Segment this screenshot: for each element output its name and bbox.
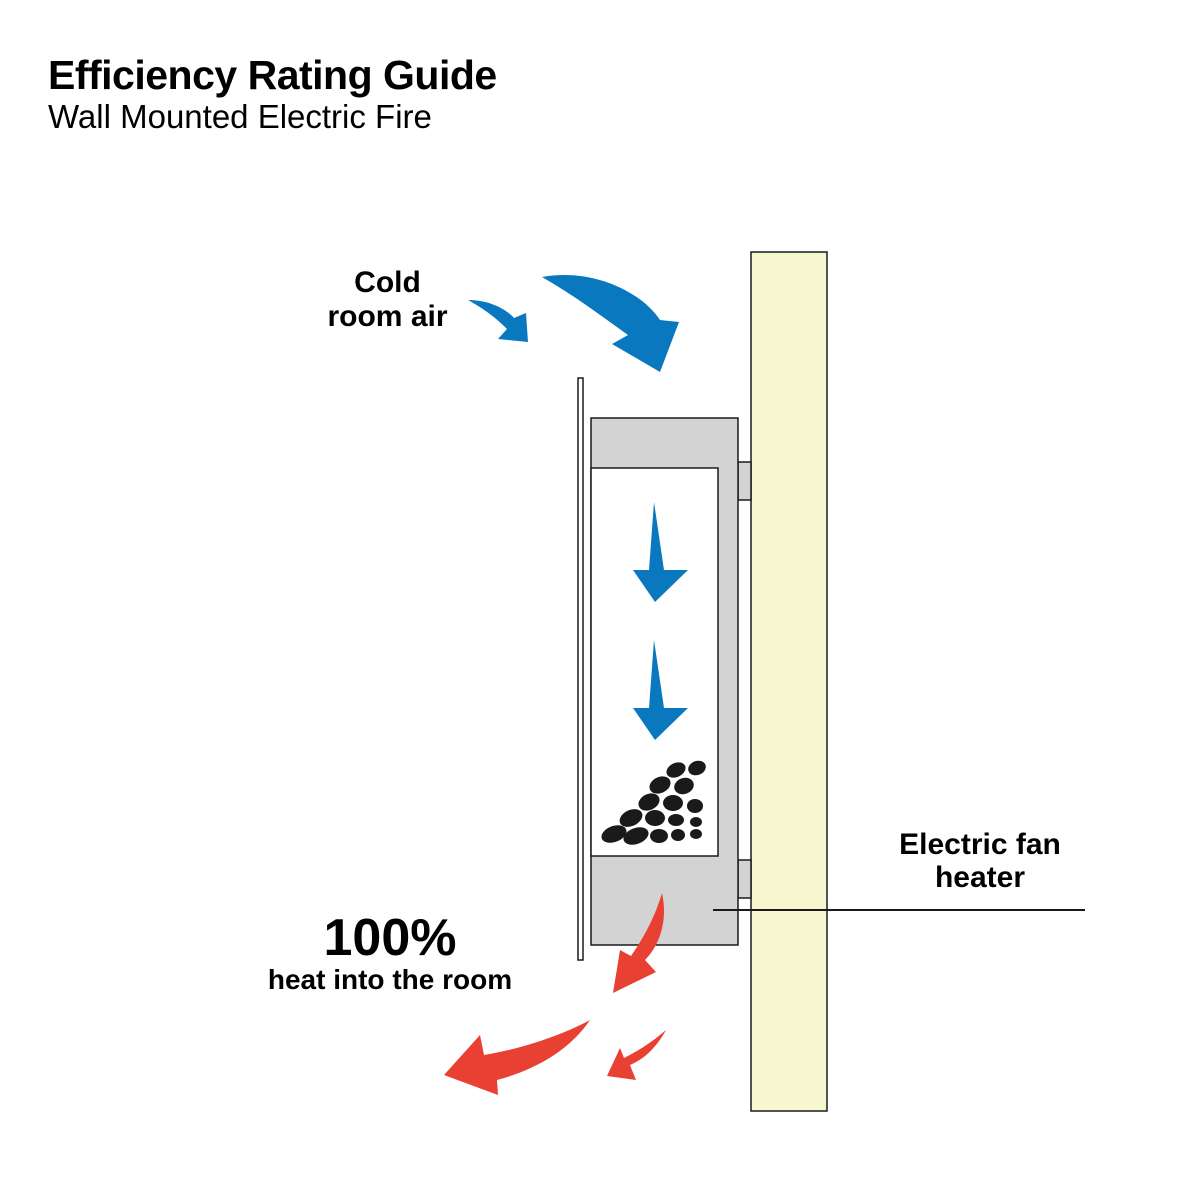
cold-air-arrow-large bbox=[542, 274, 679, 372]
page-subtitle: Wall Mounted Electric Fire bbox=[48, 98, 432, 135]
hot-air-arrow-small bbox=[607, 1030, 666, 1080]
page-title: Efficiency Rating Guide bbox=[48, 52, 497, 98]
cold-room-air-line1: Cold bbox=[354, 266, 421, 299]
electric-fan-heater-line1: Electric fan bbox=[899, 828, 1061, 861]
efficiency-value: 100% bbox=[323, 909, 457, 967]
cold-air-arrow-small bbox=[468, 300, 528, 342]
cold-room-air-label: Cold room air bbox=[300, 266, 475, 334]
fuel-bed-pebbles bbox=[601, 760, 706, 845]
wall bbox=[750, 251, 828, 1112]
cold-room-air-line2: room air bbox=[327, 300, 448, 333]
electric-fan-heater-line2: heater bbox=[934, 861, 1026, 894]
efficiency-caption: heat into the room bbox=[267, 964, 513, 995]
downward-arrow-upper bbox=[633, 502, 688, 602]
hot-air-arrow-large bbox=[444, 1020, 590, 1095]
downward-arrow-lower bbox=[633, 640, 688, 740]
bracket-bottom bbox=[737, 859, 752, 899]
cold-air-arrows bbox=[468, 274, 688, 740]
electric-fan-heater-label: Electric fan heater bbox=[870, 828, 1090, 894]
bracket-top bbox=[737, 461, 752, 501]
front-glass-panel bbox=[577, 377, 584, 961]
hot-air-arrow-upper bbox=[613, 893, 665, 993]
hot-air-arrows bbox=[444, 893, 666, 1095]
